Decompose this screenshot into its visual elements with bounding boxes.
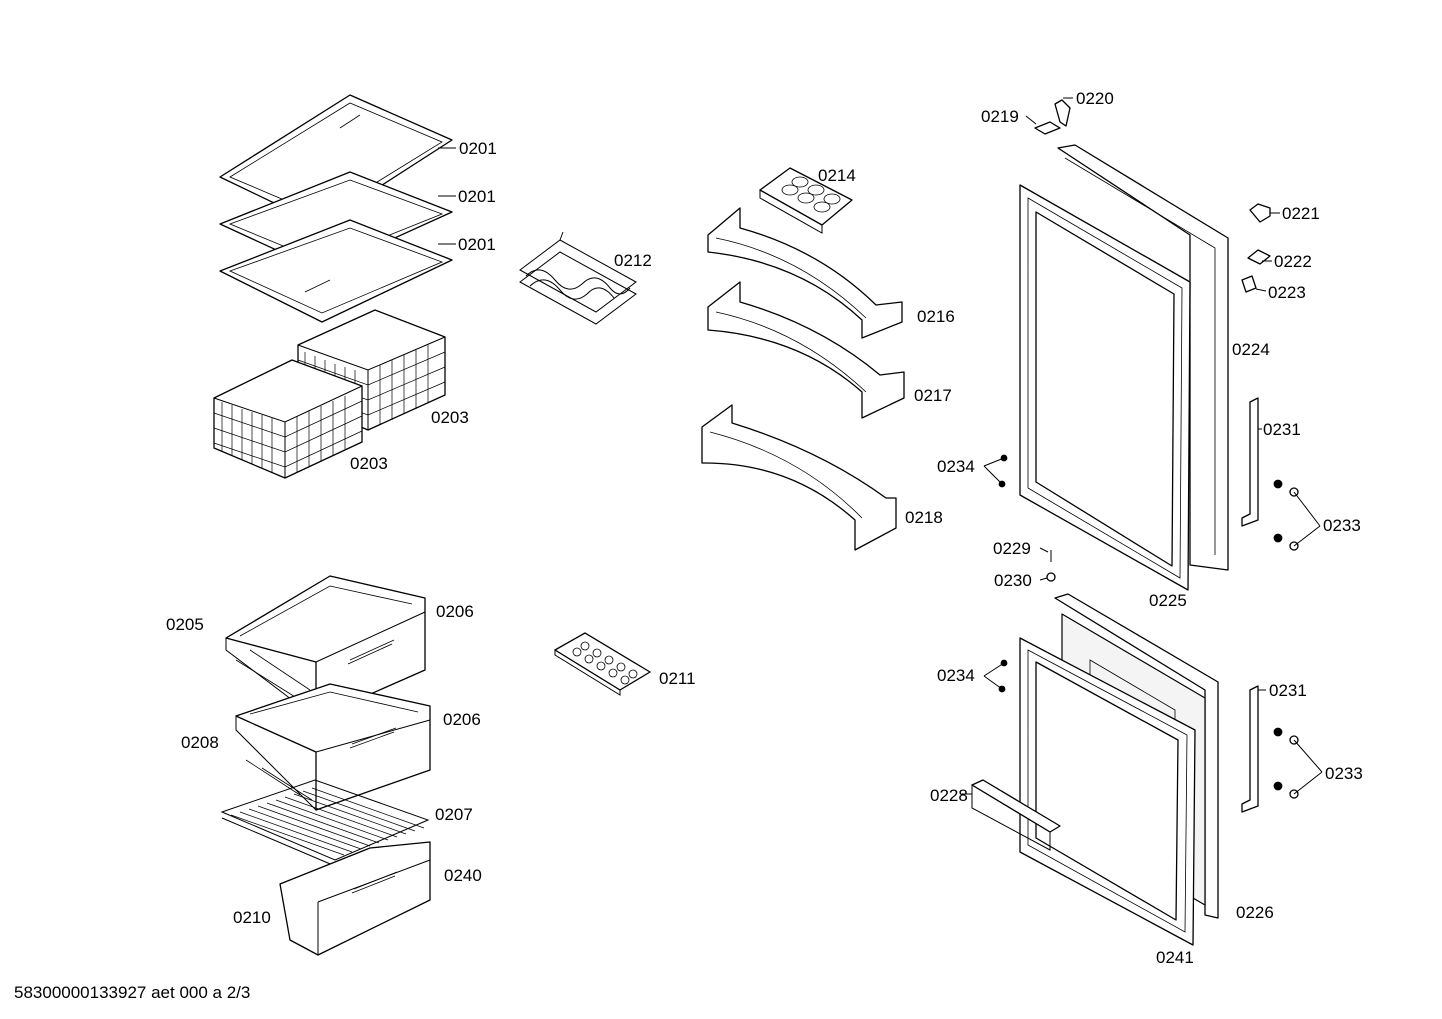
label-0221: 0221 [1282,204,1320,223]
label-0203-a: 0203 [431,408,469,427]
label-0231-b: 0231 [1269,681,1307,700]
upper-door-gasket [1019,184,1191,591]
document-number: 58300000133927 aet 000 a 2/3 [14,983,250,1002]
bottle-rack [519,231,637,325]
label-0223: 0223 [1268,283,1306,302]
upper-handle [1241,397,1259,527]
door-shelf-upper [707,207,903,339]
label-0207: 0207 [435,805,473,824]
label-0208: 0208 [181,733,219,752]
label-0234-b: 0234 [937,666,975,685]
ice-cube-tray [554,632,651,696]
label-0201-b: 0201 [458,187,496,206]
label-0229: 0229 [993,539,1031,558]
label-0201-a: 0201 [459,139,497,158]
glass-shelf-3 [219,219,453,323]
label-0233-b: 0233 [1325,764,1363,783]
freezer-drawer-bottom [279,841,431,956]
label-0205: 0205 [166,615,204,634]
label-0231-a: 0231 [1263,420,1301,439]
label-0233-a: 0233 [1323,516,1361,535]
label-0220: 0220 [1076,89,1114,108]
freezer-drawer-middle [235,683,431,811]
label-0206-a: 0206 [436,602,474,621]
label-0218: 0218 [905,508,943,527]
freezer-drawer-top [225,575,426,719]
label-0210: 0210 [233,908,271,927]
label-0230: 0230 [994,571,1032,590]
label-0212: 0212 [614,251,652,270]
label-0226: 0226 [1236,903,1274,922]
flap [971,779,1061,851]
label-0219: 0219 [981,107,1019,126]
wire-grid-shelf [220,779,430,867]
label-0211: 0211 [659,669,696,688]
label-0234-a: 0234 [937,457,975,476]
label-0201-c: 0201 [458,235,496,254]
part-labels: 0201 0201 0201 0203 0203 0212 0214 0216 … [166,89,1363,967]
label-0214: 0214 [818,166,856,185]
label-0228: 0228 [930,786,968,805]
lower-door-gasket [1019,637,1196,946]
label-0224: 0224 [1232,340,1270,359]
door-shelf-lower [701,404,897,551]
label-0203-b: 0203 [350,454,388,473]
label-0225: 0225 [1149,591,1187,610]
wire-basket-front [213,359,363,479]
hinge-parts [1034,99,1271,293]
label-0222: 0222 [1274,252,1312,271]
label-0216: 0216 [917,307,955,326]
leader-lines [438,97,1323,795]
door-shelf-middle [707,281,905,419]
lower-handle [1241,685,1259,813]
label-0240: 0240 [444,866,482,885]
egg-tray [759,167,853,234]
label-0217: 0217 [914,386,952,405]
label-0241: 0241 [1156,948,1194,967]
label-0206-b: 0206 [443,710,481,729]
